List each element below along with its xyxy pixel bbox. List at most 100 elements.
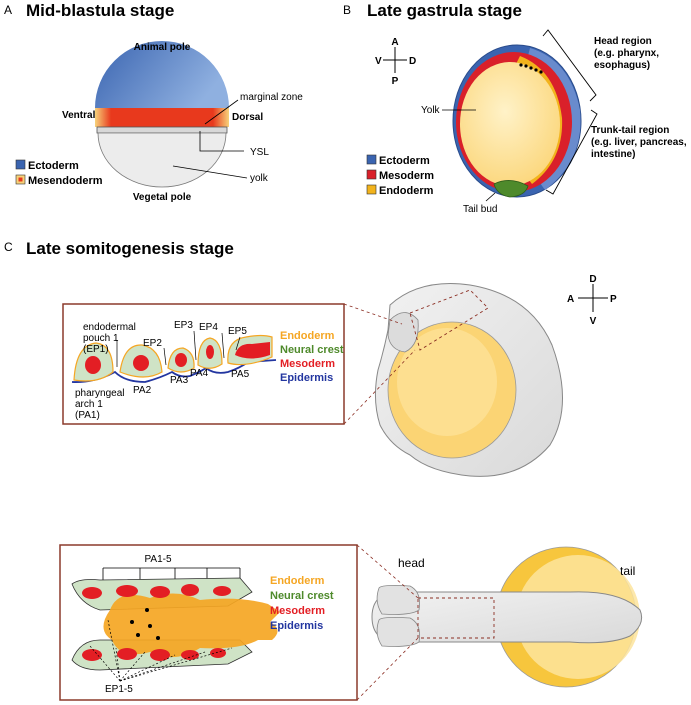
lateral-pharyngeal-region [409, 289, 489, 351]
axis-p-label-c: P [610, 294, 617, 305]
dorsal-mesoderm-cores [82, 584, 231, 661]
pa1-label-line1: pharyngeal [75, 388, 124, 399]
dorsal-pharyngeal-region [417, 597, 495, 639]
legend-b-swatch-mesoderm [366, 169, 377, 180]
marginal-zone-leader [204, 99, 239, 125]
dorsal-eye-left [376, 584, 420, 615]
pa3-label: PA3 [170, 375, 189, 386]
axis-p-label: P [392, 76, 399, 87]
dorsal-label: Dorsal [232, 112, 263, 123]
pa1-label-line3: (PA1) [75, 410, 100, 421]
yolk-b-label: Yolk [421, 105, 441, 116]
legend-c2-mesoderm: Mesoderm [270, 605, 325, 617]
axis-v-label: V [375, 56, 382, 67]
legend-swatch-mesendoderm-core [18, 177, 23, 182]
axis-compass-b: A P V D [375, 37, 416, 87]
ep1-5-label: EP1-5 [105, 684, 133, 695]
panel-c-title: Late somitogenesis stage [26, 239, 234, 258]
marginal-zone-label: marginal zone [240, 92, 303, 103]
panel-a-letter: A [4, 3, 12, 17]
ep4-label: EP4 [199, 322, 218, 333]
head-region-line1: Head region [594, 36, 652, 47]
blastula-mesendoderm [95, 108, 229, 127]
legend-c2-neural-crest: Neural crest [270, 590, 334, 602]
tail-bud-leader [485, 192, 496, 202]
legend-b-swatch-endoderm [366, 184, 377, 195]
dorsal-endoderm-dots [130, 608, 160, 640]
ep1-label-line1: endodermal [83, 322, 136, 333]
ep5-leader [235, 336, 241, 351]
ep5-label: EP5 [228, 326, 247, 337]
legend-b-ectoderm: Ectoderm [379, 155, 430, 167]
head-region-line2: (e.g. pharynx, [594, 48, 659, 59]
ep1-label-line3: (EP1) [83, 344, 109, 355]
blastula-ectoderm [95, 41, 229, 108]
zoom-line-bottom [343, 349, 416, 425]
blastula-yolk [97, 132, 227, 188]
pa5-mesoderm [235, 342, 270, 359]
legend-a-ectoderm: Ectoderm [28, 160, 79, 172]
ysl-label: YSL [250, 147, 269, 158]
ysl-leader [199, 131, 244, 152]
legend-b-mesoderm: Mesoderm [379, 170, 434, 182]
trunk-tail-line1: Trunk-tail region [591, 125, 669, 136]
head-label: head [398, 556, 425, 570]
head-region-bracket [542, 29, 597, 102]
legend-c1-endoderm: Endoderm [280, 330, 335, 342]
gastrula-yolk [460, 62, 560, 186]
trunk-tail-line3: intestine) [591, 149, 635, 160]
legend-c1-mesoderm: Mesoderm [280, 358, 335, 370]
tail-bud [493, 180, 529, 198]
trunk-tail-line2: (e.g. liver, pancreas, [591, 137, 687, 148]
axis-d-label-c: D [589, 274, 596, 285]
ep2-leader [163, 347, 167, 366]
dorsal-embryo-body [371, 591, 643, 644]
panel-c-letter: C [4, 240, 13, 254]
axis-v-label-c: V [590, 316, 597, 327]
trunk-tail-bracket [545, 109, 598, 195]
legend-swatch-ectoderm [15, 159, 26, 170]
head-region-line3: esophagus) [594, 60, 650, 71]
legend-c1-epidermis: Epidermis [280, 372, 333, 384]
panel-a: A Mid-blastula stage Animal pole Vegetal… [4, 1, 303, 203]
pa4-mesoderm [206, 345, 214, 359]
pa3-mesoderm [175, 353, 187, 367]
panel-a-title: Mid-blastula stage [26, 1, 174, 20]
lateral-embryo-yolk-highlight [397, 328, 497, 436]
axis-compass-c: D V A P [567, 274, 617, 327]
panel-b: B Late gastrula stage A P V D Yolk [343, 1, 687, 215]
pa5-label: PA5 [231, 369, 250, 380]
ep1-label-line2: pouch 1 [83, 333, 119, 344]
dorsal-eye-right [376, 616, 420, 647]
legend-c1-neural-crest: Neural crest [280, 344, 344, 356]
animal-pole-label: Animal pole [134, 42, 191, 53]
yolk-leader [172, 165, 248, 179]
panel-b-title: Late gastrula stage [367, 1, 522, 20]
pa2-mesoderm [133, 355, 149, 371]
pa4-label: PA4 [190, 368, 209, 379]
ep3-leader [193, 330, 197, 361]
pa1-label-line2: arch 1 [75, 399, 103, 410]
ep3-label: EP3 [174, 320, 193, 331]
blastula-ysl [96, 126, 228, 134]
ep2-label: EP2 [143, 338, 162, 349]
legend-b-swatch-ectoderm [366, 154, 377, 165]
ventral-label: Ventral [62, 110, 96, 121]
yolk-label: yolk [250, 173, 269, 184]
gastrula-ectoderm-dorsal [528, 48, 581, 190]
axis-a-label: A [391, 37, 398, 48]
axis-d-label: D [409, 56, 416, 67]
panel-c: C Late somitogenesis stage D V A P [4, 239, 643, 701]
legend-b-endoderm: Endoderm [379, 185, 434, 197]
ep4-leader [221, 332, 225, 359]
legend-c2-endoderm: Endoderm [270, 575, 325, 587]
zoom-line-c2-bottom [356, 637, 419, 701]
tail-bud-label: Tail bud [463, 204, 497, 215]
tail-label: tail [620, 564, 635, 578]
axis-a-label-c: A [567, 294, 574, 305]
ep-leaders [89, 619, 233, 682]
legend-c2-epidermis: Epidermis [270, 620, 323, 632]
lateral-embryo-head [387, 312, 419, 353]
pa1-5-label: PA1-5 [144, 554, 171, 565]
